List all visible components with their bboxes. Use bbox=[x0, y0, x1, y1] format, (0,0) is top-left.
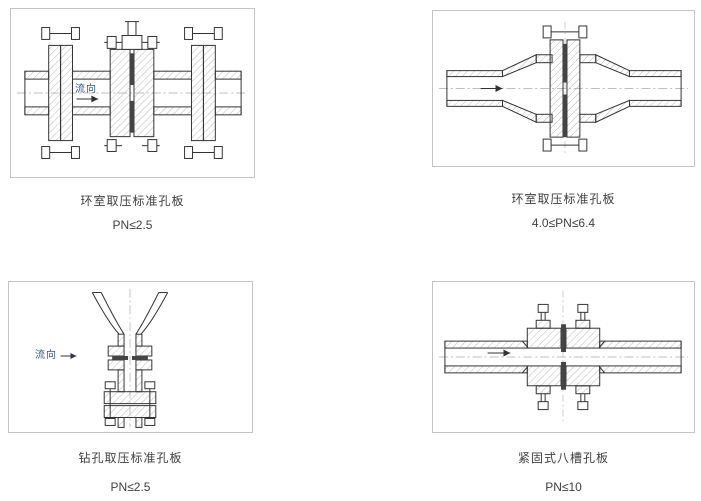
figure-3: 流向 钻孔取压标准孔板 PN≤2.5 bbox=[8, 281, 253, 494]
flange-pair bbox=[549, 39, 581, 138]
figure-1-panel: 流向 bbox=[10, 8, 255, 178]
right-pipe bbox=[598, 340, 682, 374]
figure-caption: 环室取压标准孔板 bbox=[80, 194, 185, 208]
flow-direction-label: 流向 bbox=[75, 84, 97, 95]
right-pipe bbox=[214, 70, 242, 116]
right-flange-pair bbox=[191, 44, 216, 142]
figure-caption: 紧固式八槽孔板 bbox=[517, 451, 609, 465]
chamber-stud-bolts bbox=[104, 35, 160, 153]
flow-arrow bbox=[487, 349, 511, 357]
clamp-hub bbox=[526, 327, 601, 387]
figure-1: 流向 环室取压标准孔板 PN≤2.5 bbox=[10, 8, 255, 232]
funnel-inlet bbox=[91, 292, 169, 335]
orifice-plate bbox=[561, 324, 566, 390]
orifice-plate bbox=[130, 53, 134, 133]
orifice-plate-drawing-weld-neck bbox=[438, 22, 689, 155]
flow-arrow bbox=[480, 85, 503, 92]
orifice-plate-drawing-drilled-tap bbox=[60, 288, 169, 428]
orifice-clamp bbox=[107, 345, 153, 371]
figure-rating: PN≤2.5 bbox=[112, 218, 153, 232]
left-flange-pair bbox=[48, 44, 73, 142]
annular-chambers bbox=[109, 48, 155, 138]
figure-4-panel bbox=[432, 281, 695, 433]
orifice-plate-drawing-annular-flanged bbox=[16, 21, 249, 159]
bottom-clamp-bolts bbox=[535, 385, 591, 411]
orifice-plate-drawing-clamped-slot bbox=[438, 290, 689, 424]
figure-rating: PN≤10 bbox=[545, 480, 582, 494]
pressure-tap-fitting bbox=[121, 21, 143, 50]
flow-arrow bbox=[60, 353, 77, 359]
flow-direction-label: 流向 bbox=[35, 350, 57, 361]
bottom-stud-bolts bbox=[104, 381, 156, 426]
outlet-stub bbox=[117, 417, 143, 428]
figure-3-panel: 流向 bbox=[8, 281, 253, 433]
figure-caption: 环室取压标准孔板 bbox=[511, 192, 616, 206]
orifice-plate bbox=[563, 43, 567, 138]
right-stud-bolts bbox=[184, 27, 223, 159]
figure-2: 环室取压标准孔板 4.0≤PN≤6.4 bbox=[432, 10, 695, 230]
figure-4: 紧固式八槽孔板 PN≤10 bbox=[432, 281, 695, 494]
figure-caption: 钻孔取压标准孔板 bbox=[78, 451, 183, 465]
right-pipe bbox=[628, 70, 682, 107]
flange-stud-bolts bbox=[542, 25, 588, 152]
orifice-plate bbox=[112, 356, 148, 360]
flow-arrow bbox=[76, 95, 99, 103]
figure-rating: 4.0≤PN≤6.4 bbox=[531, 216, 596, 230]
left-pipe bbox=[446, 70, 503, 107]
top-clamp-bolts bbox=[535, 303, 591, 329]
figure-rating: PN≤2.5 bbox=[110, 480, 151, 494]
figure-2-panel bbox=[432, 10, 695, 167]
bottom-flange-pair bbox=[103, 391, 157, 418]
left-stud-bolts bbox=[41, 27, 80, 159]
